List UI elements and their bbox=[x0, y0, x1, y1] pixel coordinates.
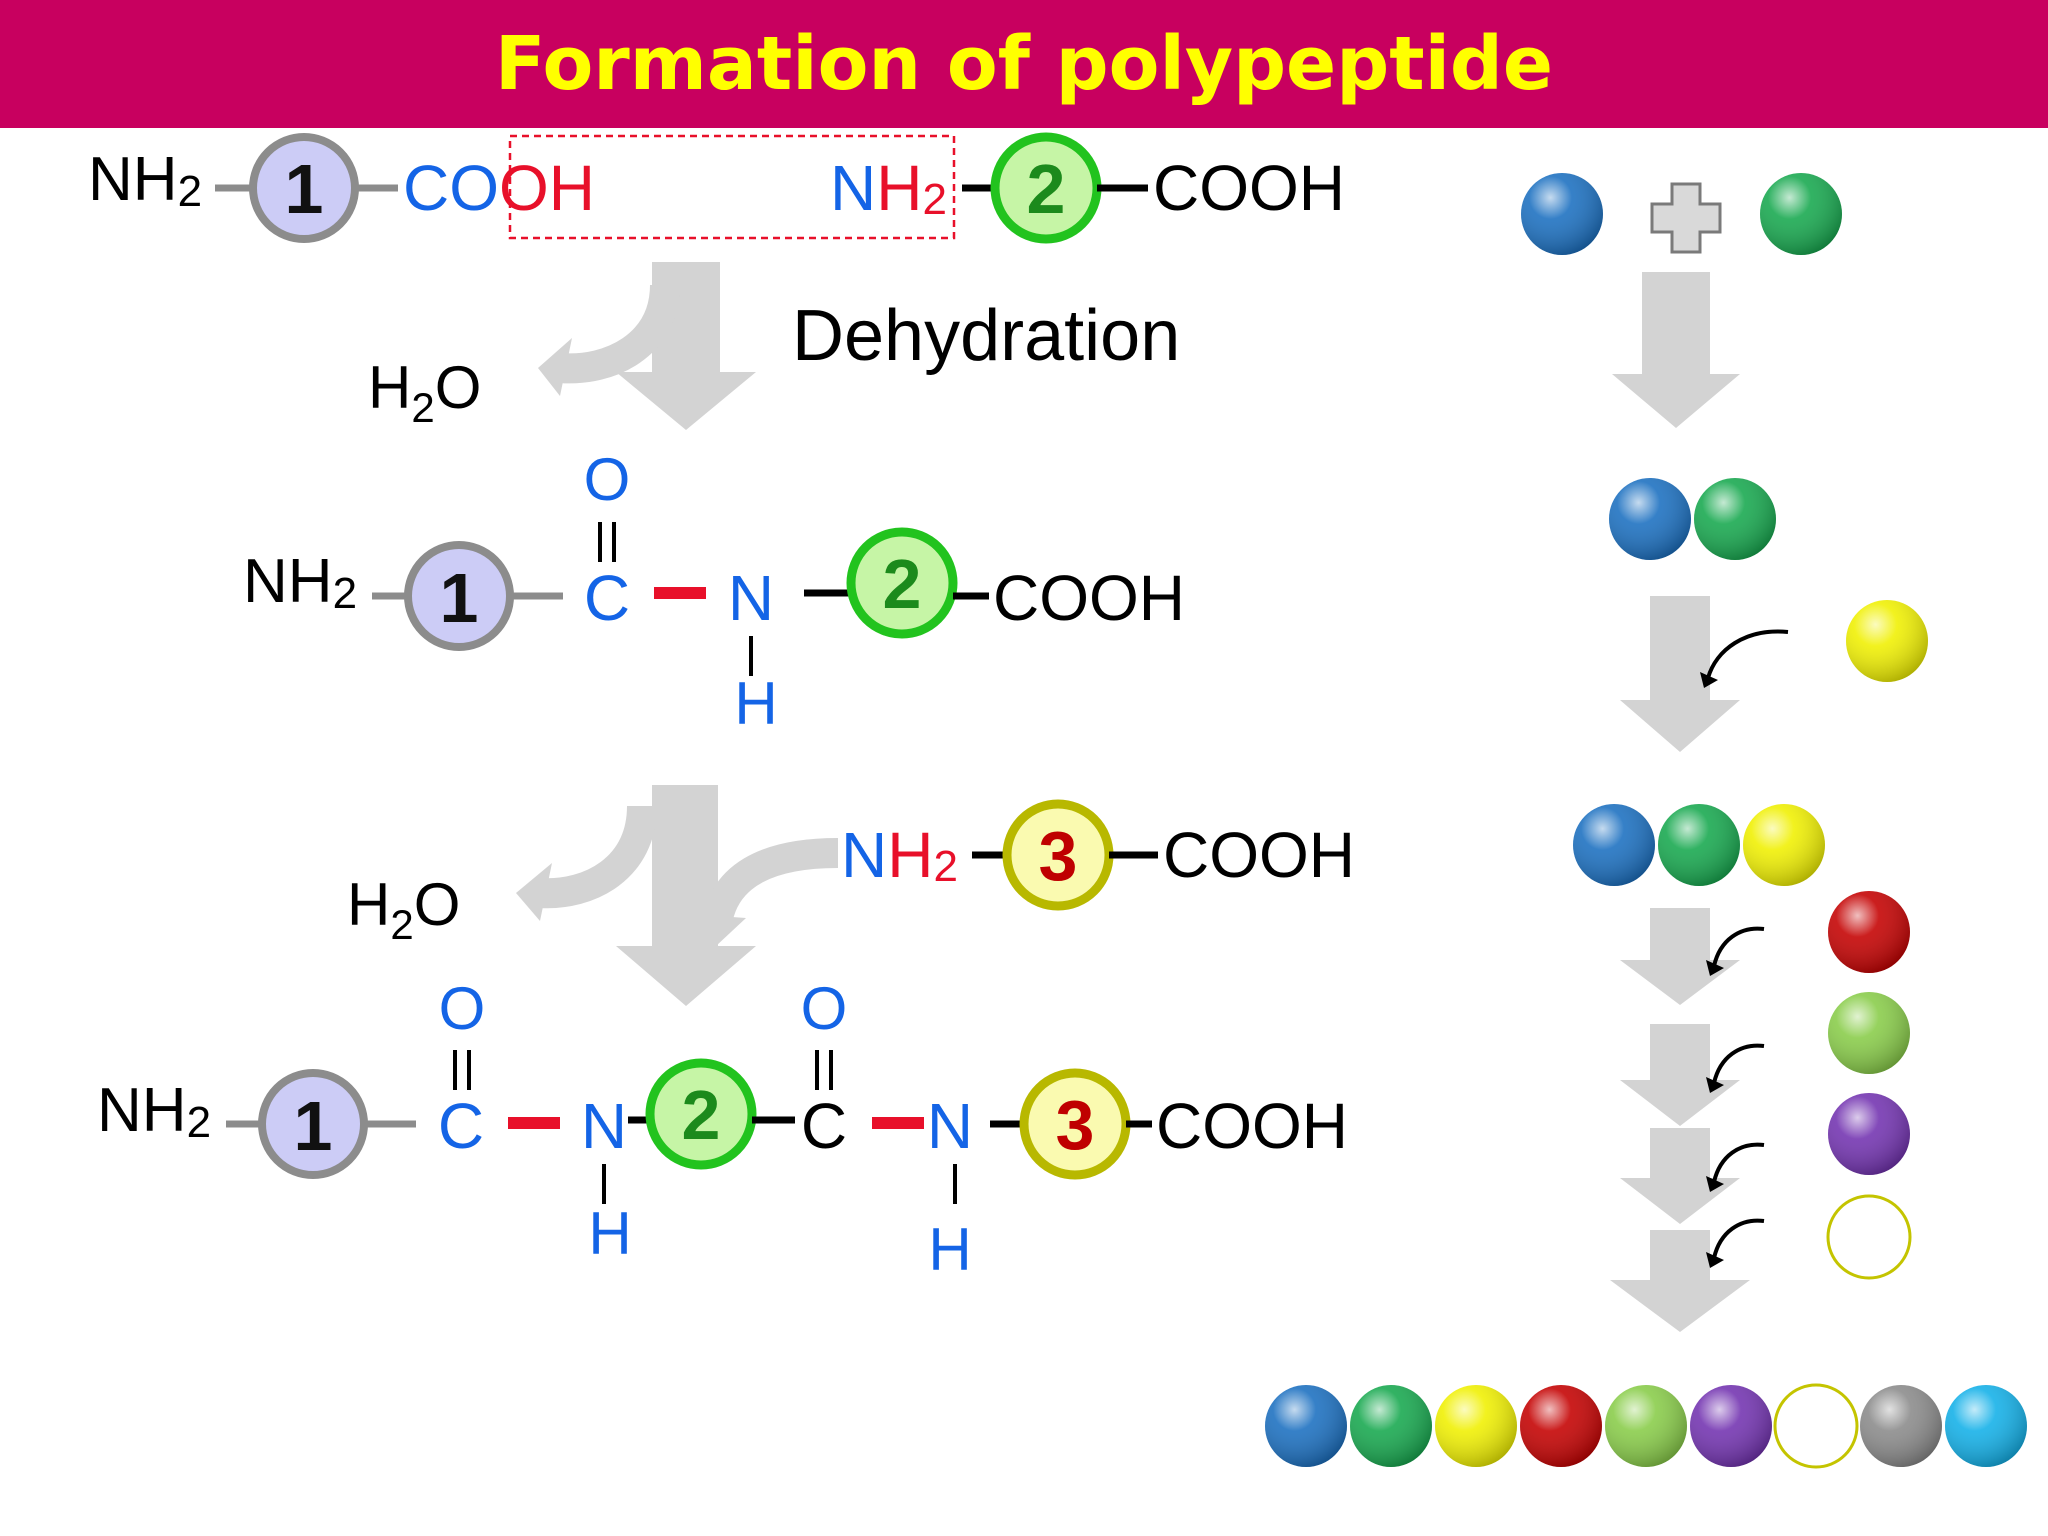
carboxyl-group-label: COOH bbox=[1153, 152, 1345, 224]
down-arrow-icon bbox=[1620, 1128, 1740, 1224]
amine-group-label: NH2 bbox=[88, 145, 202, 216]
curved-arrow-icon bbox=[516, 805, 657, 921]
oxygen-atom: O bbox=[584, 446, 631, 513]
nitrogen-atom: N bbox=[728, 562, 774, 634]
dehydration-highlight-box bbox=[508, 134, 956, 240]
amine-group-label: NH2 bbox=[97, 1076, 211, 1147]
page-title: Formation of polypeptide bbox=[494, 21, 1554, 107]
water-label: H2O bbox=[368, 354, 481, 431]
carbon-atom: C bbox=[584, 562, 630, 634]
curved-arrow-icon bbox=[1706, 926, 1765, 976]
amino-acid-3-molecule: NH2 3 COOH bbox=[841, 799, 1355, 911]
amino-acid-2-number: 2 bbox=[1027, 150, 1066, 228]
bead-schematic bbox=[1265, 173, 2027, 1469]
curved-arrow-icon bbox=[1706, 1043, 1765, 1093]
amino-acid-2-circle bbox=[645, 1058, 757, 1170]
bead-white bbox=[1773, 1383, 1859, 1469]
nitrogen-atom: N bbox=[581, 1090, 627, 1162]
carbon-atom: C bbox=[801, 1090, 847, 1162]
carboxyl-group-label: COOH bbox=[403, 152, 595, 224]
amino-acid-2-molecule: NH2 2 COOH bbox=[830, 132, 1345, 244]
down-arrow-icon bbox=[1612, 272, 1740, 428]
amine-group-label: NH2 bbox=[830, 152, 947, 224]
curved-arrow-icon bbox=[1706, 1142, 1765, 1192]
curved-arrow-icon bbox=[1706, 1218, 1765, 1268]
title-banner bbox=[0, 0, 2048, 128]
curved-arrow-icon bbox=[690, 838, 839, 946]
oxygen-atom: O bbox=[801, 975, 848, 1042]
amino-acid-1-number: 1 bbox=[285, 150, 324, 228]
down-arrow-icon bbox=[1620, 596, 1740, 752]
down-arrow-icon bbox=[1620, 908, 1740, 1005]
hydrogen-atom: H bbox=[928, 1216, 971, 1283]
oxygen-atom: O bbox=[439, 975, 486, 1042]
amino-acid-2-circle bbox=[846, 527, 958, 639]
hydrogen-atom: H bbox=[588, 1200, 631, 1267]
carboxyl-group-label: COOH bbox=[1156, 1090, 1348, 1162]
amino-acid-1-number: 1 bbox=[440, 559, 479, 637]
amine-group-label: NH2 bbox=[243, 547, 357, 618]
carboxyl-group-label: COOH bbox=[993, 562, 1185, 634]
amine-group-label: NH2 bbox=[841, 819, 958, 891]
down-arrow-icon bbox=[1620, 1024, 1740, 1126]
dehydration-label: Dehydration bbox=[792, 296, 1180, 376]
curved-arrow-icon bbox=[538, 284, 680, 396]
amino-acid-1-number: 1 bbox=[294, 1087, 333, 1165]
water-label: H2O bbox=[347, 871, 460, 948]
hydrogen-atom: H bbox=[734, 670, 777, 737]
carboxyl-group-label: COOH bbox=[1163, 819, 1355, 891]
dipeptide-molecule: NH2 1 O C N H 2 COOH bbox=[243, 446, 1185, 737]
amino-acid-3-number: 3 bbox=[1039, 817, 1078, 895]
curved-arrow-icon bbox=[1700, 629, 1789, 688]
amino-acid-2-number: 2 bbox=[883, 545, 922, 623]
down-arrow-icon bbox=[616, 785, 756, 1006]
nitrogen-atom: N bbox=[927, 1090, 973, 1162]
polypeptide-chain bbox=[1265, 1383, 2027, 1469]
amino-acid-1-molecule: NH2 1 COOH bbox=[88, 133, 595, 243]
plus-icon bbox=[1650, 182, 1722, 254]
amino-acid-2-number: 2 bbox=[682, 1076, 721, 1154]
down-arrow-icon bbox=[616, 262, 756, 430]
down-arrow-icon bbox=[1610, 1230, 1750, 1332]
amino-acid-3-number: 3 bbox=[1056, 1086, 1095, 1164]
tripeptide-molecule: NH2 1 O C N H 2 O C N H 3 COOH bbox=[97, 975, 1348, 1283]
carbon-atom: C bbox=[438, 1090, 484, 1162]
bead-white bbox=[1826, 1194, 1912, 1280]
